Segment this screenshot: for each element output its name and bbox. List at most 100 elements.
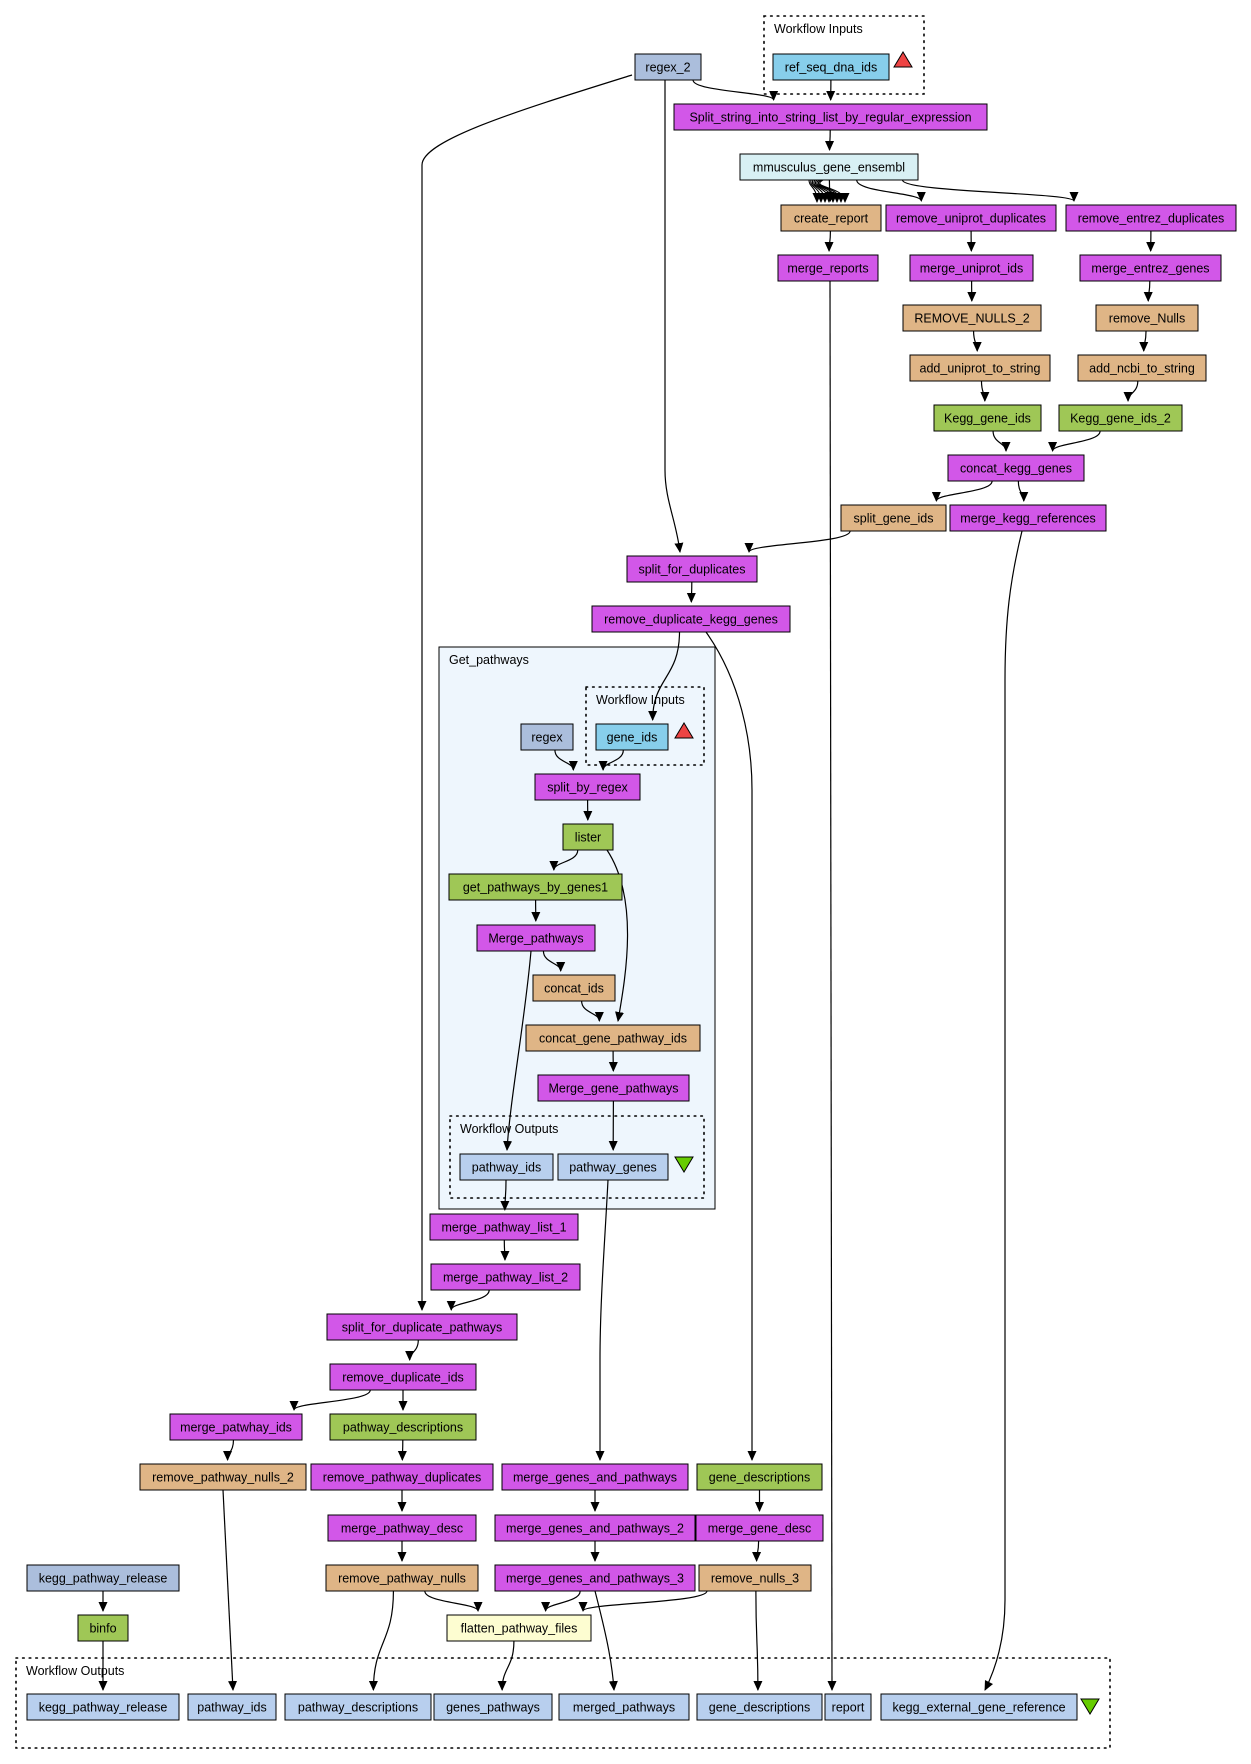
node-out-genes-pathways[interactable]: genes_pathways: [433, 1693, 553, 1721]
node-box[interactable]: [947, 454, 1085, 482]
node-box[interactable]: [284, 1693, 432, 1721]
node-box[interactable]: [772, 53, 890, 81]
node-remove-pathway-duplicates[interactable]: remove_pathway_duplicates: [310, 1463, 494, 1491]
node-box[interactable]: [780, 204, 882, 232]
node-box[interactable]: [885, 204, 1057, 232]
node-mmusculus[interactable]: mmusculus_gene_ensembl: [739, 153, 919, 181]
node-box[interactable]: [476, 924, 596, 952]
node-box[interactable]: [591, 605, 791, 633]
node-merge-genes-and-pathways-2[interactable]: merge_genes_and_pathways_2: [494, 1514, 696, 1542]
node-merge-reports[interactable]: merge_reports: [777, 254, 879, 282]
node-merge-entrez-genes[interactable]: merge_entrez_genes: [1079, 254, 1222, 282]
node-out-pathway-descriptions[interactable]: pathway_descriptions: [284, 1693, 432, 1721]
node-box[interactable]: [558, 1693, 690, 1721]
node-concat-gene-pathway-ids[interactable]: concat_gene_pathway_ids: [525, 1024, 701, 1052]
node-concat-ids[interactable]: concat_ids: [532, 974, 616, 1002]
node-box[interactable]: [187, 1693, 277, 1721]
node-add-ncbi-to-string[interactable]: add_ncbi_to_string: [1077, 354, 1207, 382]
node-box[interactable]: [310, 1463, 494, 1491]
node-box[interactable]: [698, 1564, 812, 1592]
node-create-report[interactable]: create_report: [780, 204, 882, 232]
node-out-pathway-ids[interactable]: pathway_ids: [187, 1693, 277, 1721]
node-box[interactable]: [1079, 254, 1222, 282]
node-box[interactable]: [634, 53, 702, 81]
node-box[interactable]: [494, 1514, 696, 1542]
node-box[interactable]: [325, 1564, 479, 1592]
node-out-gene-descriptions[interactable]: gene_descriptions: [696, 1693, 823, 1721]
node-box[interactable]: [562, 823, 614, 851]
node-box[interactable]: [448, 873, 623, 901]
node-out-kegg-pathway-release[interactable]: kegg_pathway_release: [26, 1693, 180, 1721]
node-box[interactable]: [433, 1693, 553, 1721]
node-remove-pathway-nulls[interactable]: remove_pathway_nulls: [325, 1564, 479, 1592]
node-merge-pathway-list-2[interactable]: merge_pathway_list_2: [430, 1263, 581, 1291]
node-out-kegg-external-gene-reference[interactable]: kegg_external_gene_reference: [880, 1693, 1078, 1721]
node-split-for-duplicates[interactable]: split_for_duplicates: [626, 555, 758, 583]
node-out-report[interactable]: report: [824, 1693, 872, 1721]
node-remove-nulls[interactable]: remove_Nulls: [1095, 304, 1199, 332]
node-box[interactable]: [326, 1313, 518, 1341]
node-box[interactable]: [1058, 404, 1183, 432]
node-kegg-pathway-release-const[interactable]: kegg_pathway_release: [26, 1564, 180, 1592]
node-box[interactable]: [777, 254, 879, 282]
node-remove-duplicate-kegg-genes[interactable]: remove_duplicate_kegg_genes: [591, 605, 791, 633]
node-box[interactable]: [329, 1413, 477, 1441]
node-split-for-duplicate-pathways[interactable]: split_for_duplicate_pathways: [326, 1313, 518, 1341]
node-pathway-genes[interactable]: pathway_genes: [557, 1153, 669, 1181]
node-box[interactable]: [537, 1074, 690, 1102]
node-pathway-descriptions-shim[interactable]: pathway_descriptions: [329, 1413, 477, 1441]
node-box[interactable]: [327, 1514, 477, 1542]
node-merge-genes-and-pathways-3[interactable]: merge_genes_and_pathways_3: [494, 1564, 696, 1592]
node-merge-pathway-list-1[interactable]: merge_pathway_list_1: [429, 1213, 579, 1241]
node-box[interactable]: [909, 254, 1034, 282]
node-merge-genes-and-pathways[interactable]: merge_genes_and_pathways: [501, 1463, 689, 1491]
node-box[interactable]: [696, 1463, 823, 1491]
node-box[interactable]: [1065, 204, 1237, 232]
node-lister[interactable]: lister: [562, 823, 614, 851]
node-box[interactable]: [696, 1693, 823, 1721]
node-box[interactable]: [520, 723, 574, 751]
node-split-by-regex[interactable]: split_by_regex: [534, 773, 641, 801]
node-remove-nulls-3[interactable]: remove_nulls_3: [698, 1564, 812, 1592]
node-ref-seq-dna-ids[interactable]: ref_seq_dna_ids: [772, 53, 890, 81]
node-box[interactable]: [459, 1153, 554, 1181]
node-box[interactable]: [329, 1363, 477, 1391]
node-box[interactable]: [840, 504, 947, 532]
node-box[interactable]: [26, 1564, 180, 1592]
node-box[interactable]: [933, 404, 1042, 432]
node-box[interactable]: [626, 555, 758, 583]
node-regex-2[interactable]: regex_2: [634, 53, 702, 81]
node-box[interactable]: [525, 1024, 701, 1052]
node-gene-descriptions-shim[interactable]: gene_descriptions: [696, 1463, 823, 1491]
node-box[interactable]: [739, 153, 919, 181]
node-box[interactable]: [595, 723, 669, 751]
node-box[interactable]: [139, 1463, 307, 1491]
node-box[interactable]: [494, 1564, 696, 1592]
node-remove-entrez-duplicates[interactable]: remove_entrez_duplicates: [1065, 204, 1237, 232]
node-box[interactable]: [26, 1693, 180, 1721]
node-merge-pathways[interactable]: Merge_pathways: [476, 924, 596, 952]
node-gene-ids[interactable]: gene_ids: [595, 723, 669, 751]
node-box[interactable]: [949, 504, 1107, 532]
node-remove-nulls-2[interactable]: REMOVE_NULLS_2: [902, 304, 1042, 332]
node-add-uniprot-to-string[interactable]: add_uniprot_to_string: [909, 354, 1051, 382]
node-box[interactable]: [501, 1463, 689, 1491]
node-box[interactable]: [824, 1693, 872, 1721]
node-box[interactable]: [557, 1153, 669, 1181]
node-remove-duplicate-ids[interactable]: remove_duplicate_ids: [329, 1363, 477, 1391]
node-remove-uniprot-duplicates[interactable]: remove_uniprot_duplicates: [885, 204, 1057, 232]
node-box[interactable]: [1095, 304, 1199, 332]
node-box[interactable]: [1077, 354, 1207, 382]
node-merge-pathway-desc[interactable]: merge_pathway_desc: [327, 1514, 477, 1542]
node-box[interactable]: [430, 1263, 581, 1291]
node-box[interactable]: [169, 1413, 303, 1441]
node-box[interactable]: [902, 304, 1042, 332]
node-box[interactable]: [446, 1614, 592, 1642]
node-out-merged-pathways[interactable]: merged_pathways: [558, 1693, 690, 1721]
node-merge-patwhay-ids[interactable]: merge_patwhay_ids: [169, 1413, 303, 1441]
node-box[interactable]: [695, 1514, 824, 1542]
node-box[interactable]: [909, 354, 1051, 382]
node-pathway-ids-inner[interactable]: pathway_ids: [459, 1153, 554, 1181]
node-box[interactable]: [77, 1614, 129, 1642]
node-box[interactable]: [673, 103, 988, 131]
